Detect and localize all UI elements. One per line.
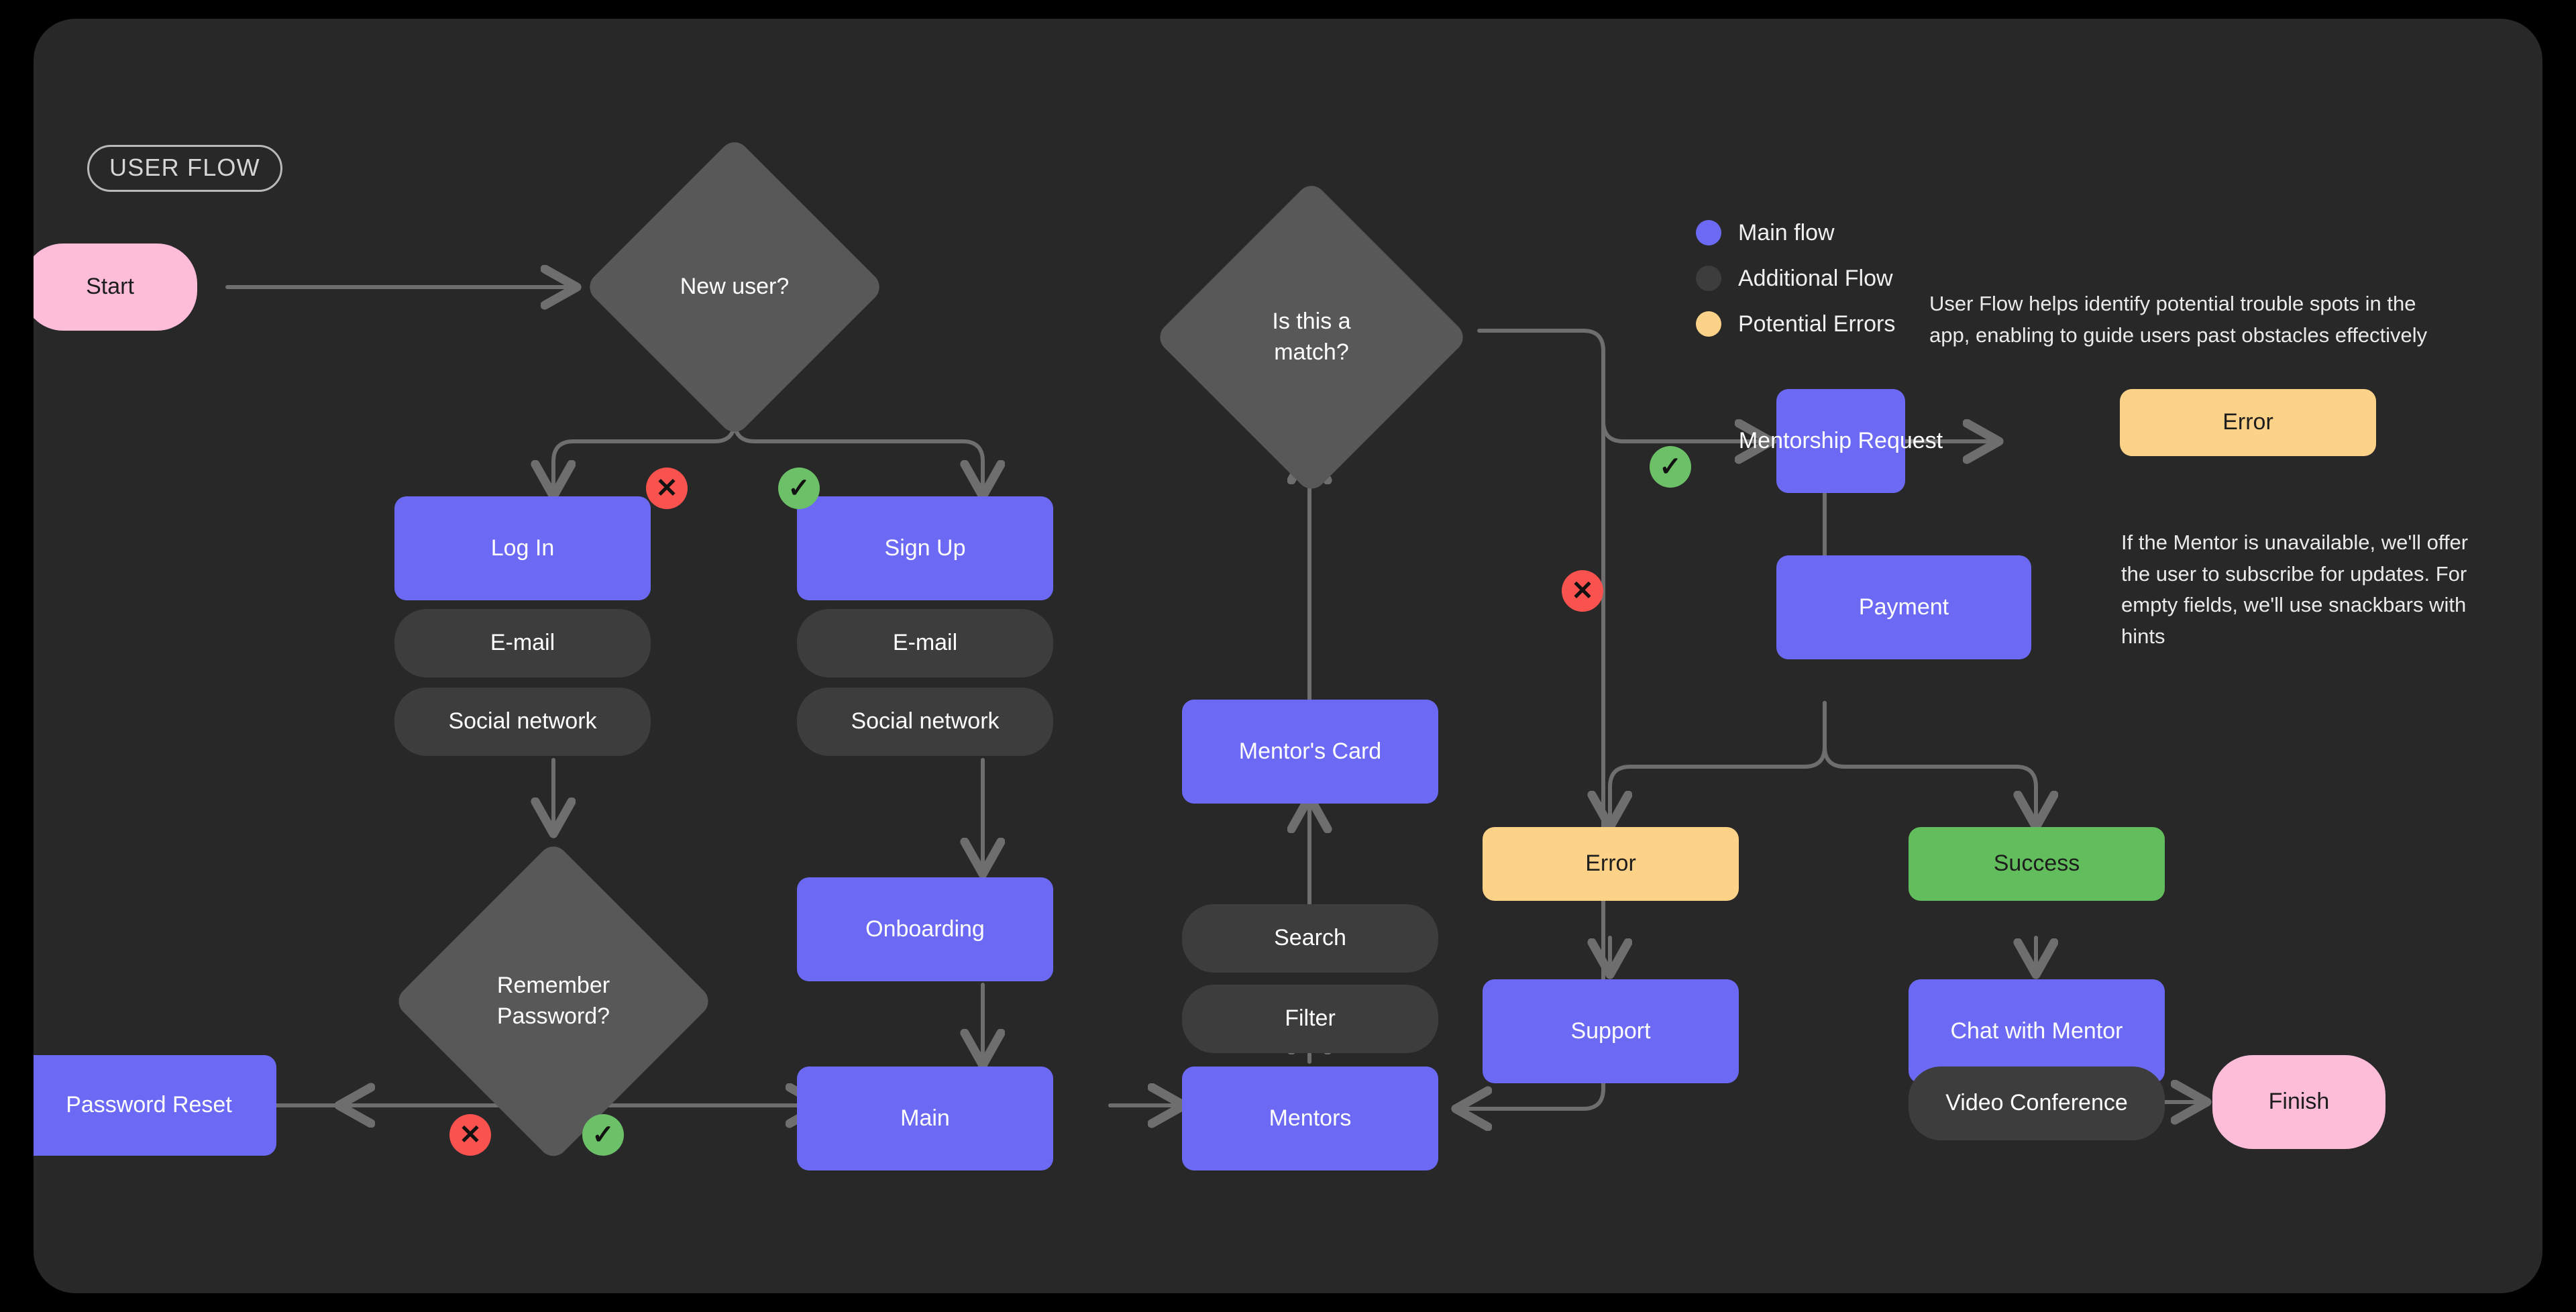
node-video-conference[interactable]: Video Conference	[1909, 1067, 2165, 1140]
node-mentorship-request-label: Mentorship Request	[1738, 427, 1943, 453]
marker-yes-remember-password: ✓	[582, 1114, 624, 1156]
node-log-in-label: Log In	[490, 535, 555, 561]
legend-item-potential-errors: Potential Errors	[1696, 311, 1895, 337]
node-start-label: Start	[86, 274, 134, 300]
legend-item-additional-flow: Additional Flow	[1696, 266, 1895, 291]
node-request-error[interactable]: Error	[2120, 389, 2376, 456]
node-mentors-card[interactable]: Mentor's Card	[1182, 700, 1438, 804]
node-filter-label: Filter	[1285, 1005, 1336, 1032]
legend-swatch-main-flow	[1696, 220, 1721, 245]
node-filter[interactable]: Filter	[1182, 985, 1438, 1053]
legend-swatch-additional-flow	[1696, 266, 1721, 291]
node-signup-email-label: E-mail	[892, 630, 958, 656]
legend-label-main-flow: Main flow	[1738, 220, 1835, 245]
cross-icon: ✕	[1571, 576, 1594, 606]
node-signup-social-label: Social network	[851, 708, 1000, 734]
node-payment-error-label: Error	[1585, 851, 1636, 877]
node-password-reset[interactable]: Password Reset	[34, 1055, 276, 1156]
legend-label-additional-flow: Additional Flow	[1738, 266, 1893, 291]
node-is-match[interactable]: Is this a match?	[1154, 180, 1469, 495]
node-payment-label: Payment	[1858, 594, 1949, 620]
node-login-social[interactable]: Social network	[394, 688, 651, 756]
marker-no-remember-password: ✕	[449, 1114, 491, 1156]
note-mentor-unavailable: If the Mentor is unavailable, we'll offe…	[2121, 531, 2469, 648]
node-video-conference-label: Video Conference	[1945, 1090, 2128, 1116]
node-new-user-label: New user?	[680, 274, 790, 300]
node-support[interactable]: Support	[1483, 979, 1739, 1083]
node-start[interactable]: Start	[34, 243, 197, 331]
node-main-screen-label: Main	[900, 1105, 950, 1131]
node-payment[interactable]: Payment	[1776, 555, 2031, 659]
node-payment-error[interactable]: Error	[1483, 827, 1739, 901]
node-mentors[interactable]: Mentors	[1182, 1067, 1438, 1170]
node-chat-with-mentor[interactable]: Chat with Mentor	[1909, 979, 2165, 1083]
node-onboarding[interactable]: Onboarding	[797, 877, 1053, 981]
node-login-email[interactable]: E-mail	[394, 609, 651, 677]
legend-item-main-flow: Main flow	[1696, 220, 1895, 245]
node-payment-success-label: Success	[1993, 851, 2080, 877]
cross-icon: ✕	[459, 1120, 482, 1150]
node-sign-up[interactable]: Sign Up	[797, 496, 1053, 600]
node-log-in[interactable]: Log In	[394, 496, 651, 600]
user-flow-canvas: USER FLOW Start New user? Log In E-mail …	[34, 19, 2542, 1293]
node-main-screen[interactable]: Main	[797, 1067, 1053, 1170]
marker-no-new-user: ✕	[646, 468, 688, 509]
node-signup-social[interactable]: Social network	[797, 688, 1053, 756]
node-is-match-label: Is this a match?	[1272, 309, 1351, 365]
node-mentors-label: Mentors	[1269, 1105, 1352, 1131]
node-new-user[interactable]: New user?	[584, 136, 885, 438]
node-remember-password-label: Remember Password?	[496, 973, 610, 1029]
node-remember-password[interactable]: Remember Password?	[392, 840, 714, 1162]
node-chat-with-mentor-label: Chat with Mentor	[1950, 1018, 2123, 1044]
check-icon: ✓	[592, 1120, 614, 1150]
check-icon: ✓	[788, 474, 810, 503]
node-search-label: Search	[1274, 925, 1346, 951]
marker-yes-new-user: ✓	[778, 468, 820, 509]
node-signup-email[interactable]: E-mail	[797, 609, 1053, 677]
node-login-social-label: Social network	[448, 708, 597, 734]
node-request-error-label: Error	[2222, 409, 2273, 435]
check-icon: ✓	[1659, 452, 1682, 482]
legend: Main flow Additional Flow Potential Erro…	[1696, 220, 1895, 357]
node-onboarding-label: Onboarding	[865, 916, 985, 942]
node-support-label: Support	[1570, 1018, 1651, 1044]
node-sign-up-label: Sign Up	[884, 535, 966, 561]
legend-label-potential-errors: Potential Errors	[1738, 311, 1896, 337]
note-intro: User Flow helps identify potential troub…	[1929, 292, 2428, 347]
node-login-email-label: E-mail	[490, 630, 555, 656]
legend-swatch-potential-errors	[1696, 311, 1721, 337]
node-mentors-card-label: Mentor's Card	[1238, 738, 1382, 764]
node-finish[interactable]: Finish	[2212, 1055, 2385, 1149]
node-mentorship-request[interactable]: Mentorship Request	[1739, 389, 1943, 493]
node-search[interactable]: Search	[1182, 904, 1438, 973]
marker-no-is-match: ✕	[1562, 570, 1603, 612]
marker-yes-is-match: ✓	[1650, 446, 1691, 488]
node-password-reset-label: Password Reset	[66, 1092, 232, 1118]
cross-icon: ✕	[655, 474, 678, 503]
page-title: USER FLOW	[87, 145, 282, 192]
node-finish-label: Finish	[2268, 1089, 2330, 1115]
node-payment-success[interactable]: Success	[1909, 827, 2165, 901]
